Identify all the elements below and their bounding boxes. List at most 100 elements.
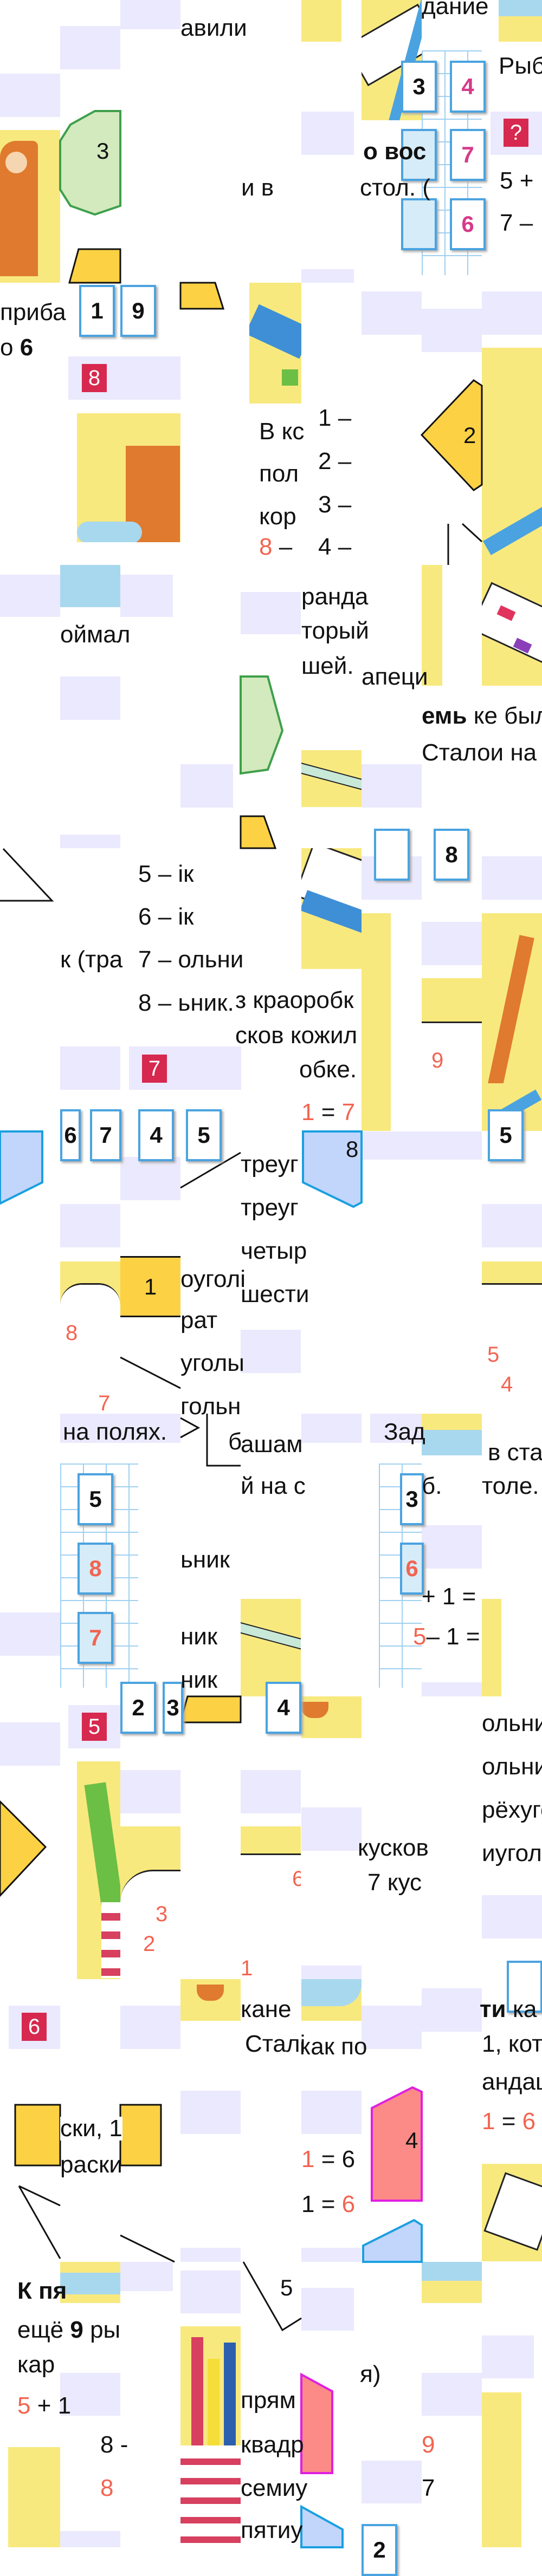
triangle-shape bbox=[120, 2234, 175, 2263]
highlight-block bbox=[0, 74, 60, 117]
text-fragment: ещё 9 ры bbox=[17, 2317, 121, 2343]
triangle-shape bbox=[0, 848, 54, 902]
text-fragment: 3 – bbox=[318, 491, 352, 518]
number-card[interactable] bbox=[401, 129, 437, 181]
fish-number: 8 bbox=[66, 1321, 78, 1345]
square-shape: 1 bbox=[120, 1256, 180, 1317]
number-card[interactable]: 3 bbox=[400, 1473, 424, 1525]
number-card[interactable] bbox=[401, 198, 437, 250]
number-card[interactable]: 6 bbox=[60, 1109, 81, 1161]
text-fragment: 5 – ік bbox=[138, 861, 194, 887]
highlight-block bbox=[120, 2262, 173, 2291]
text-fragment: шести bbox=[241, 1281, 309, 1307]
text-fragment: андаш bbox=[482, 2068, 542, 2095]
highlight-block bbox=[180, 2271, 241, 2313]
triangle-label: 5 bbox=[280, 2275, 293, 2300]
triangle-shape bbox=[18, 2185, 61, 2207]
number-card[interactable]: 4 bbox=[266, 1682, 301, 1734]
question-badge: ? bbox=[504, 119, 528, 147]
highlight-block bbox=[241, 1770, 301, 1813]
pentagon-shape bbox=[300, 2372, 333, 2474]
number-card[interactable]: 6 bbox=[400, 1543, 424, 1595]
highlight-block bbox=[362, 291, 422, 335]
number-card[interactable]: 6 bbox=[450, 198, 486, 250]
highlight-block bbox=[60, 1204, 120, 1247]
text-fragment: пол bbox=[259, 460, 299, 487]
illustration-fragment bbox=[482, 348, 542, 565]
highlight-block bbox=[120, 0, 180, 29]
trapezoid-shape bbox=[179, 1695, 242, 1723]
number-card[interactable]: 7 bbox=[90, 1109, 121, 1161]
fish-number: 4 bbox=[501, 1372, 513, 1396]
number-card[interactable]: 9 bbox=[120, 285, 156, 337]
fish-number: 2 bbox=[143, 1932, 156, 1956]
net-illustration bbox=[60, 565, 120, 607]
triangle-shape bbox=[242, 2261, 302, 2332]
highlight-block bbox=[362, 2006, 422, 2049]
trapezoid-shape bbox=[240, 815, 277, 849]
number-card[interactable] bbox=[374, 829, 410, 881]
net-illustration bbox=[301, 1979, 362, 2021]
number-card[interactable]: 3 bbox=[163, 1682, 183, 1734]
angle-shape bbox=[206, 1414, 241, 1467]
illustration-fragment bbox=[362, 1083, 391, 1131]
highlight-block bbox=[362, 764, 422, 808]
illustration-fragment bbox=[499, 0, 542, 42]
text-fragment: 4 – bbox=[318, 534, 352, 560]
highlight-block bbox=[362, 2461, 422, 2503]
text-fragment: 8 bbox=[100, 2475, 114, 2501]
highlight-block bbox=[482, 856, 542, 900]
text-fragment: 9 bbox=[422, 2431, 435, 2458]
highlight-block bbox=[370, 1414, 422, 1443]
highlight-block bbox=[482, 1895, 542, 1938]
text-fragment: 5 + 1 bbox=[17, 2392, 72, 2419]
text-fragment: как по bbox=[300, 2033, 367, 2060]
text-fragment: обке. bbox=[299, 1056, 357, 1083]
fish-number: 6 bbox=[292, 1867, 301, 1891]
number-card[interactable]: 1 bbox=[79, 285, 115, 337]
text-fragment: оуголі bbox=[180, 1266, 246, 1292]
highlight-block bbox=[120, 575, 173, 617]
number-card[interactable]: 5 bbox=[78, 1473, 113, 1525]
text-fragment: 1 = 6 bbox=[301, 2146, 356, 2172]
number-card[interactable]: 4 bbox=[138, 1109, 174, 1161]
text-fragment: ранда bbox=[301, 583, 369, 610]
number-card[interactable]: 2 bbox=[362, 2524, 397, 2576]
text-fragment: К пя bbox=[17, 2278, 67, 2304]
highlight-block bbox=[120, 1157, 180, 1200]
highlight-block bbox=[482, 2336, 534, 2378]
hexagon-shape bbox=[302, 1130, 363, 1208]
number-card[interactable]: 4 bbox=[450, 61, 486, 113]
triangle-shape bbox=[18, 2185, 61, 2259]
illustration-fragment bbox=[362, 913, 391, 1084]
number-card[interactable]: 3 bbox=[401, 61, 437, 113]
text-fragment: треуг bbox=[241, 1194, 299, 1221]
text-fragment: Зад bbox=[384, 1419, 425, 1445]
number-card[interactable]: 5 bbox=[186, 1109, 222, 1161]
hexagon-label: 8 bbox=[346, 1136, 359, 1162]
text-fragment: о вос bbox=[363, 138, 427, 165]
text-fragment: рат bbox=[180, 1307, 218, 1333]
highlight-block bbox=[241, 1330, 301, 1373]
highlight-block bbox=[482, 291, 542, 335]
text-fragment: прям bbox=[241, 2387, 296, 2414]
highlight-block bbox=[301, 2248, 362, 2262]
number-card[interactable]: 7 bbox=[450, 129, 486, 181]
task-number-badge: 6 bbox=[22, 2013, 47, 2041]
number-card[interactable] bbox=[507, 1961, 542, 2013]
text-fragment: й на с bbox=[241, 1473, 306, 1499]
illustration-fragment bbox=[422, 565, 442, 686]
fisher-girl-illustration bbox=[0, 130, 60, 283]
number-card[interactable]: 5 bbox=[488, 1109, 524, 1161]
square-shape bbox=[119, 2104, 162, 2167]
text-fragment: и в bbox=[241, 174, 274, 201]
number-card[interactable]: 8 bbox=[434, 829, 469, 881]
number-card[interactable]: 2 bbox=[120, 1682, 156, 1734]
number-card[interactable]: 7 bbox=[78, 1612, 113, 1664]
number-card[interactable]: 8 bbox=[78, 1543, 113, 1595]
pencil-cup-illustration bbox=[180, 2326, 241, 2547]
text-fragment: раски bbox=[60, 2151, 122, 2178]
